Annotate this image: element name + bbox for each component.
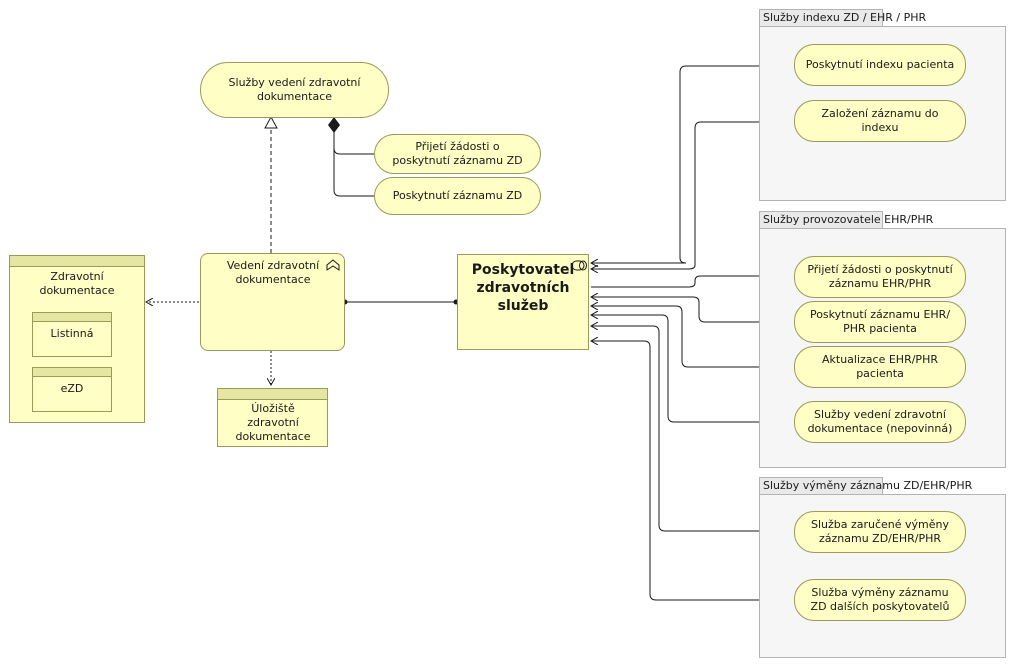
service-prijeti-ehr-label: Přijetí žádosti o poskytnutí záznamu EHR… xyxy=(807,263,953,290)
node-listinna-header xyxy=(33,313,111,322)
actor-poskytovatel[interactable]: Poskytovatel zdravotních služeb xyxy=(457,254,589,350)
service-vymena-dalsich-label: Služba výměny záznamu ZD dalších poskyto… xyxy=(810,586,950,613)
node-ezd[interactable]: eZD xyxy=(32,367,112,412)
process-vedeni[interactable]: Vedení zdravotní dokumentace xyxy=(200,253,345,351)
service-vedeni-nepovinna[interactable]: Služby vedení zdravotní dokumentace (nep… xyxy=(794,401,966,443)
service-poskytnuti-ehr[interactable]: Poskytnutí záznamu EHR/ PHR pacienta xyxy=(794,301,966,343)
service-prijeti-zd[interactable]: Přijetí žádosti o poskytnutí záznamu ZD xyxy=(374,134,541,174)
node-zdravotni-dokumentace-header xyxy=(10,256,144,267)
composition-diamond xyxy=(328,117,340,133)
service-vedeni-main-label: Služby vedení zdravotní dokumentace xyxy=(228,76,361,103)
node-zdravotni-dokumentace-label: Zdravotní dokumentace xyxy=(39,270,115,297)
node-uloziste-label: Úložiště zdravotní dokumentace xyxy=(235,402,311,443)
actor-poskytovatel-label: Poskytovatel zdravotních služeb xyxy=(471,262,575,314)
service-vymena-dalsich[interactable]: Služba výměny záznamu ZD dalších poskyto… xyxy=(794,579,966,621)
node-listinna-label: Listinná xyxy=(50,327,94,340)
role-icon xyxy=(571,260,587,271)
service-zarucena-vymena[interactable]: Služba zaručené výměny záznamu ZD/EHR/PH… xyxy=(794,511,966,553)
wire-vymena-dalsich xyxy=(591,341,795,601)
service-prijeti-zd-label: Přijetí žádosti o poskytnutí záznamu ZD xyxy=(392,140,523,167)
service-zarucena-vymena-label: Služba zaručené výměny záznamu ZD/EHR/PH… xyxy=(810,518,950,545)
node-ezd-header xyxy=(33,368,111,377)
service-vedeni-nepovinna-label: Služby vedení zdravotní dokumentace (nep… xyxy=(807,408,953,435)
service-poskytnuti-zd[interactable]: Poskytnutí záznamu ZD xyxy=(374,177,541,215)
service-vedeni-main[interactable]: Služby vedení zdravotní dokumentace xyxy=(200,62,389,118)
service-index-pacienta-label: Poskytnutí indexu pacienta xyxy=(805,58,955,71)
wire-poskytnuti-zd xyxy=(333,132,375,197)
group-index-label: Služby indexu ZD / EHR / PHR xyxy=(763,11,927,24)
wire-zalozeni xyxy=(591,121,795,269)
process-arrow-icon xyxy=(326,259,340,271)
node-uloziste[interactable]: Úložiště zdravotní dokumentace xyxy=(217,388,328,447)
realization-triangle xyxy=(264,115,278,129)
node-ezd-label: eZD xyxy=(60,382,84,395)
service-zalozeni[interactable]: Založení záznamu do indexu xyxy=(794,100,966,142)
service-prijeti-ehr[interactable]: Přijetí žádosti o poskytnutí záznamu EHR… xyxy=(794,256,966,298)
service-index-pacienta[interactable]: Poskytnutí indexu pacienta xyxy=(794,44,966,86)
node-listinna[interactable]: Listinná xyxy=(32,312,112,357)
node-uloziste-header xyxy=(218,389,327,400)
group-index-tab xyxy=(759,9,883,26)
node-zdravotni-dokumentace[interactable]: Zdravotní dokumentace Listinná eZD xyxy=(9,255,145,423)
wire-vedeni-nepovinna xyxy=(591,315,795,423)
group-exchange-label: Služby výměny záznamu ZD/EHR/PHR xyxy=(763,479,973,492)
service-poskytnuti-zd-label: Poskytnutí záznamu ZD xyxy=(392,189,523,202)
wire-aktualizace xyxy=(591,306,795,368)
wire-zarucena xyxy=(591,326,795,532)
wire-index-pacienta xyxy=(591,65,795,263)
wire-poskytnuti-ehr xyxy=(591,297,795,323)
service-aktualizace[interactable]: Aktualizace EHR/PHR pacienta xyxy=(794,346,966,388)
service-poskytnuti-ehr-label: Poskytnutí záznamu EHR/ PHR pacienta xyxy=(809,308,951,335)
wire-prijeti-ehr xyxy=(591,275,795,288)
wire-prijeti-zd xyxy=(333,132,375,155)
service-zalozeni-label: Založení záznamu do indexu xyxy=(821,107,939,134)
process-vedeni-label: Vedení zdravotní dokumentace xyxy=(226,259,320,286)
service-aktualizace-label: Aktualizace EHR/PHR pacienta xyxy=(822,353,938,380)
group-exchange-tab xyxy=(759,477,883,494)
group-provider-tab xyxy=(759,211,883,228)
group-provider-label: Služby provozovatele EHR/PHR xyxy=(763,213,934,226)
